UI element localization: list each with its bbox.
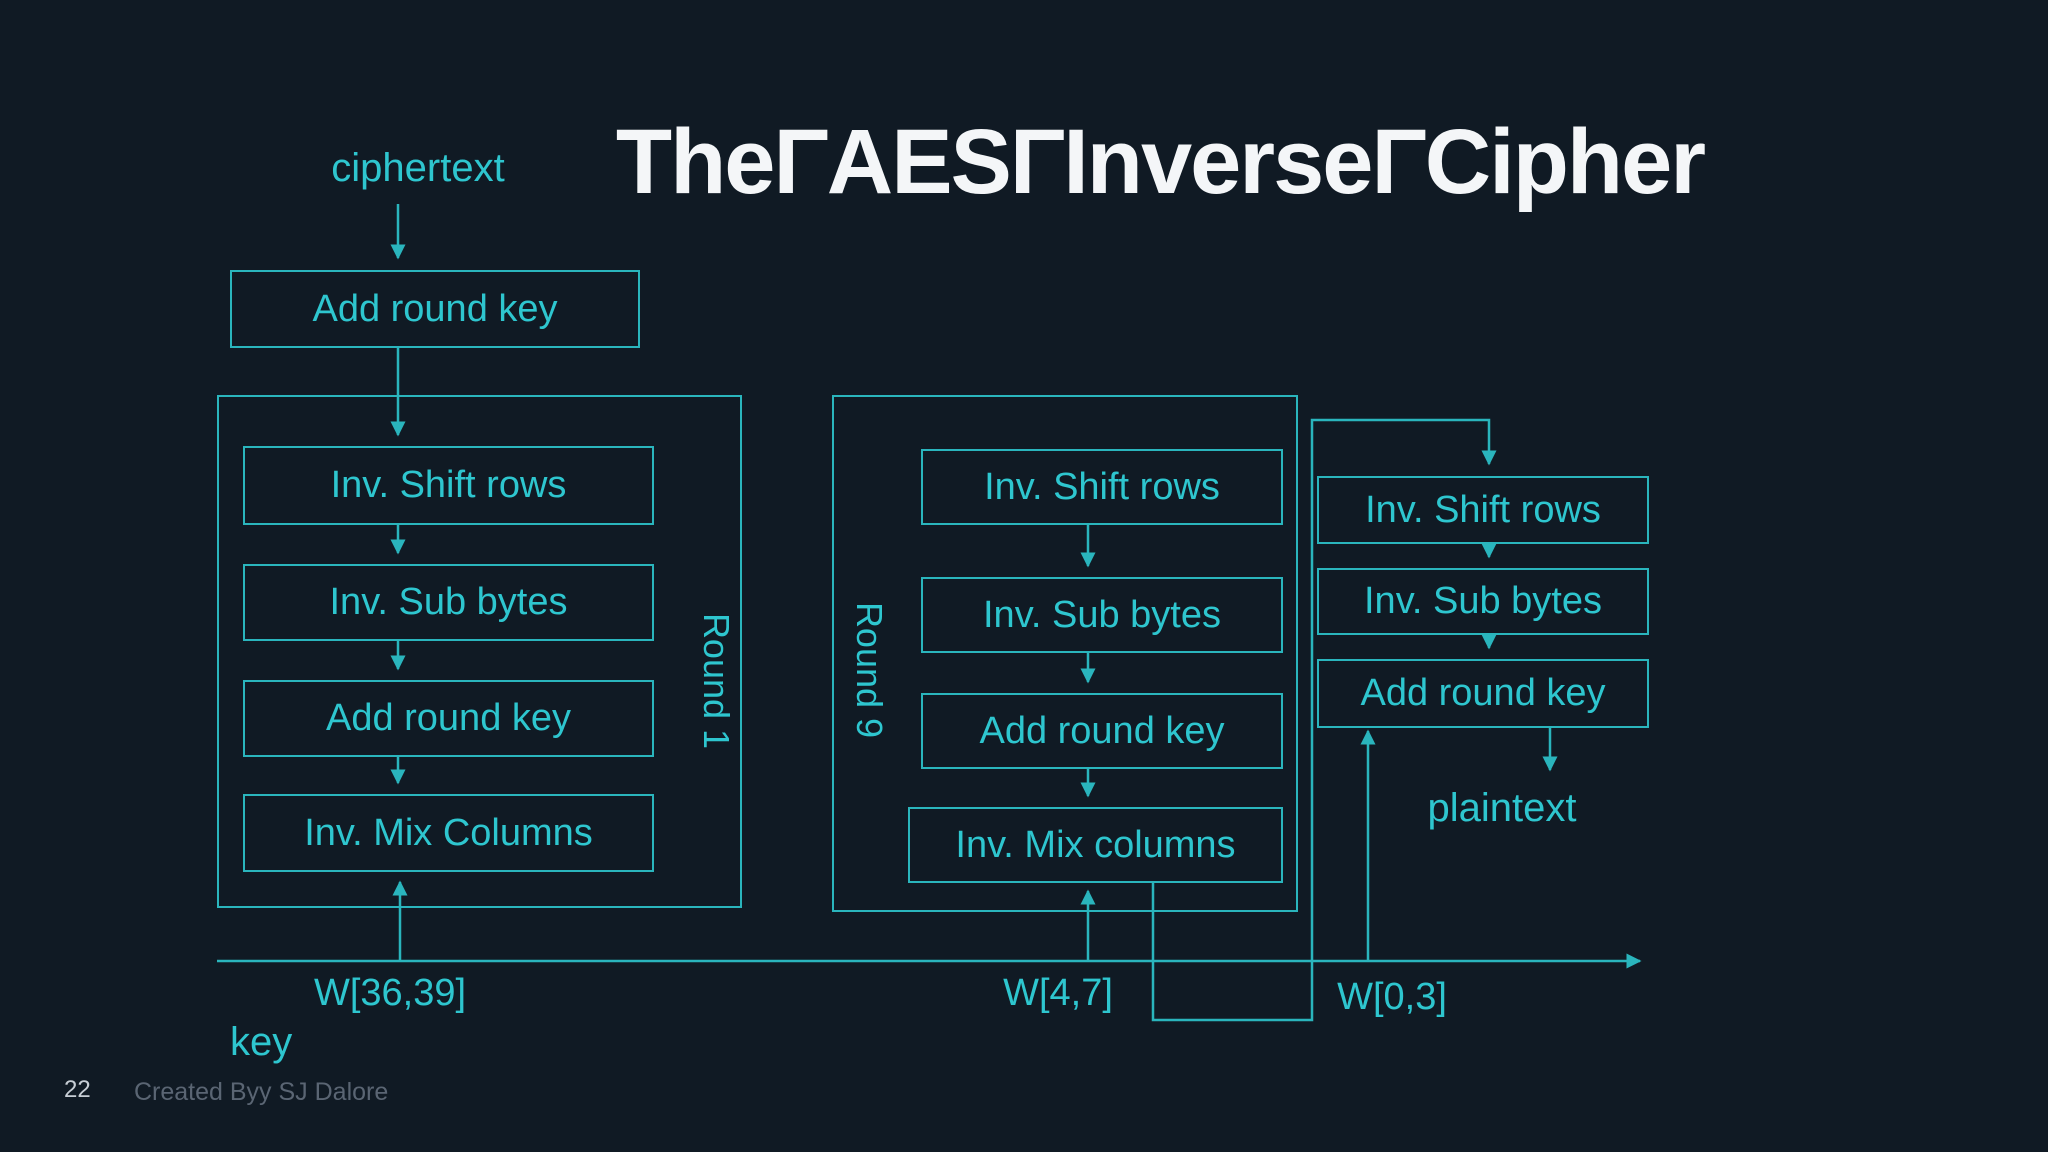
w36-39-label: W[36,39] (313, 972, 467, 1014)
final-inv-sub-bytes-box: Inv. Sub bytes (1317, 568, 1649, 635)
round9-inv-mix-columns-box: Inv. Mix columns (908, 807, 1283, 883)
round9-inv-shift-rows-box: Inv. Shift rows (921, 449, 1283, 525)
page-number: 22 (64, 1076, 91, 1103)
round1-inv-shift-rows-box: Inv. Shift rows (243, 446, 654, 525)
credit-text: Created Byy SJ Dalore (134, 1078, 389, 1106)
final-add-round-key-box: Add round key (1317, 659, 1649, 728)
round9-group-box (832, 395, 1298, 912)
key-label: key (230, 1020, 293, 1064)
round9-inv-sub-bytes-box: Inv. Sub bytes (921, 577, 1283, 653)
round9-label: Round 9 (849, 601, 890, 739)
round1-add-round-key-box: Add round key (243, 680, 654, 757)
w4-7-label: W[4,7] (1003, 972, 1113, 1014)
round1-group-box (217, 395, 742, 908)
round1-inv-mix-columns-box: Inv. Mix Columns (243, 794, 654, 872)
plaintext-label: plaintext (1427, 786, 1577, 830)
ciphertext-label: ciphertext (331, 146, 505, 190)
round9-add-round-key-box: Add round key (921, 693, 1283, 769)
slide-title: TheΓAESΓInverseΓCipher (615, 111, 1706, 213)
add-round-key-box: Add round key (230, 270, 640, 348)
final-inv-shift-rows-box: Inv. Shift rows (1317, 476, 1649, 544)
round1-label: Round 1 (696, 612, 737, 750)
w0-3-label: W[0,3] (1337, 976, 1447, 1018)
round1-inv-sub-bytes-box: Inv. Sub bytes (243, 564, 654, 641)
